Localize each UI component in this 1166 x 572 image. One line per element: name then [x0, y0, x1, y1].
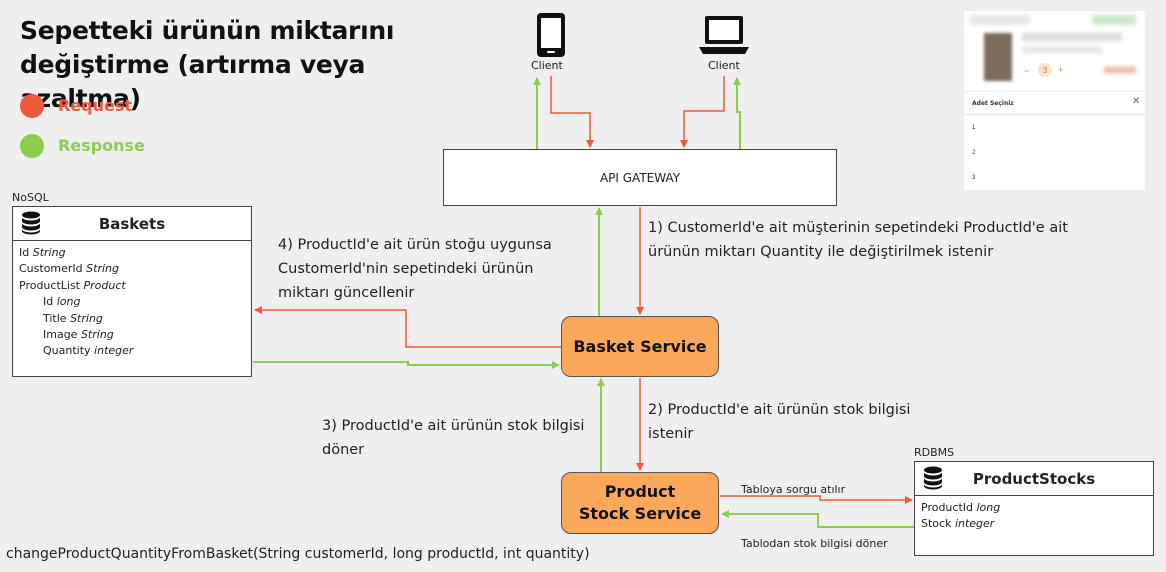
field-type: integer: [954, 517, 995, 531]
field-name: Title: [43, 311, 67, 325]
stock-query-arrow: [720, 495, 913, 504]
baskets-entity-name: Baskets: [98, 214, 166, 233]
field-name: Id: [19, 246, 30, 259]
mobile-phone-icon: [537, 13, 565, 57]
request-legend-label: Request: [58, 96, 133, 115]
quantity-value: 3: [1038, 63, 1052, 77]
productstocks-field-row: ProductId long: [921, 500, 1147, 516]
field-name: Image: [43, 328, 78, 342]
laptop-icon: [699, 16, 749, 54]
mobile-client-label: Client: [531, 59, 563, 72]
field-name: Stock: [921, 517, 952, 531]
database-icon: [22, 211, 40, 235]
baskets-field-row: Id String: [19, 245, 245, 261]
basket-item-preview: − 3 +: [964, 11, 1145, 91]
method-signature: changeProductQuantityFromBasket(String c…: [6, 546, 590, 562]
baskets-field-row: Id long: [19, 294, 245, 310]
basket-service-node: Basket Service: [561, 316, 719, 377]
product-subtitle-blur: [1022, 47, 1102, 53]
preview-header-blur: [970, 15, 1030, 25]
field-type: String: [80, 328, 114, 342]
productstocks-field-row: Stock integer: [921, 516, 1147, 532]
preview-badge-blur: [1092, 15, 1136, 25]
product-title-blur: [1022, 33, 1122, 41]
baskets-field-row: Title String: [19, 311, 245, 327]
desktop-response-arrow: [733, 77, 741, 149]
baskets-field-row: Image String: [19, 327, 245, 343]
quantity-minus-button[interactable]: −: [1024, 66, 1030, 76]
step2-note: 2) ProductId'e ait ürünün stok bilgisi i…: [648, 402, 911, 442]
field-type: String: [32, 246, 66, 259]
field-name: ProductId: [921, 501, 973, 514]
mobile-request-arrow: [550, 76, 594, 148]
baskets-entity-header: Baskets: [13, 207, 251, 241]
baskets-field-row: CustomerId String: [19, 261, 245, 277]
desktop-client-label: Client: [708, 59, 740, 72]
field-name: Id: [43, 295, 54, 309]
option-3[interactable]: 3: [972, 175, 976, 181]
option-2[interactable]: 2: [972, 150, 976, 156]
request-legend-dot: [20, 94, 44, 118]
option-1[interactable]: 1: [972, 125, 976, 131]
field-type: Product: [83, 278, 126, 292]
productstocks-entity-header: ProductStocks: [915, 462, 1153, 496]
step3-note: 3) ProductId'e ait ürünün stok bilgisi d…: [322, 418, 585, 458]
product-stock-service-node: Product Stock Service: [561, 472, 719, 534]
response-legend-dot: [20, 134, 44, 158]
step4-note: 4) ProductId'e ait ürün stoğu uygunsa Cu…: [278, 237, 552, 301]
quantity-popup: Adet Seçiniz ✕ 1 2 3: [964, 92, 1145, 190]
baskets-field-row: Quantity integer: [19, 343, 245, 359]
database-icon: [924, 466, 942, 490]
product-image: [984, 33, 1012, 81]
stock-result-arrow: [721, 510, 914, 528]
baskets-store-type: NoSQL: [12, 191, 49, 204]
field-type: String: [70, 311, 103, 325]
popup-title: Adet Seçiniz: [972, 100, 1014, 107]
field-type: integer: [94, 344, 134, 358]
query-label: Tabloya sorgu atılır: [741, 483, 846, 496]
stock-response-label: Tablodan stok bilgisi döner: [741, 537, 888, 550]
page-title: Sepetteki ürünün miktarını değiştirme (a…: [20, 16, 395, 113]
basket-read-arrow: [253, 361, 560, 369]
close-icon[interactable]: ✕: [1132, 96, 1141, 107]
popup-divider: [964, 114, 1145, 115]
field-type: long: [56, 295, 81, 309]
baskets-field-row: ProductList Product: [19, 278, 245, 294]
basket-update-arrow: [254, 306, 561, 348]
productstocks-store-type: RDBMS: [914, 446, 955, 459]
field-name: Quantity: [43, 344, 91, 358]
quantity-plus-button[interactable]: +: [1058, 65, 1064, 75]
field-name: CustomerId: [19, 262, 83, 276]
desktop-request-arrow: [680, 76, 725, 148]
response-legend-label: Response: [58, 136, 145, 155]
step1-note: 1) CustomerId'e ait müşterinin sepetinde…: [648, 220, 1068, 260]
api-gateway-node: API GATEWAY: [443, 149, 837, 206]
field-type: long: [976, 501, 1001, 514]
productstocks-entity-name: ProductStocks: [972, 469, 1096, 488]
field-name: ProductList: [19, 278, 80, 292]
price-blur: [1104, 67, 1136, 73]
field-type: String: [86, 262, 119, 276]
